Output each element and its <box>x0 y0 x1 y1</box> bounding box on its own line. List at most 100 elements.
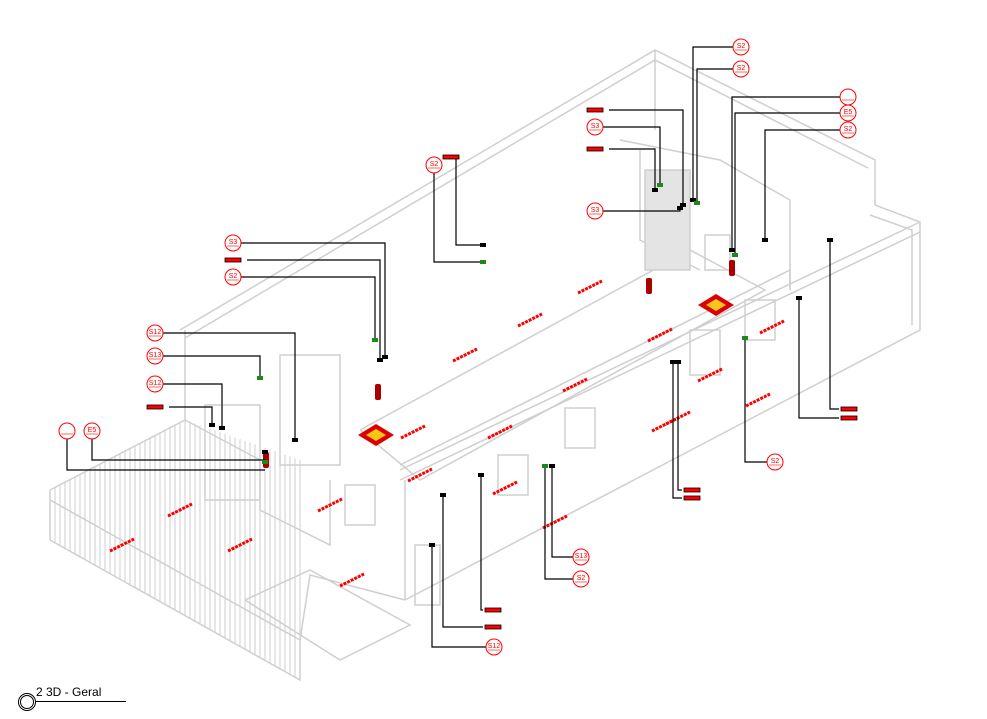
leader-line <box>241 276 376 340</box>
light-fixture <box>759 319 785 335</box>
tagged-device <box>827 238 833 242</box>
tag-label: S12 <box>488 643 501 650</box>
tagged-device <box>542 464 548 468</box>
tag-label: S2 <box>577 575 586 582</box>
tag-label: S3 <box>229 239 238 246</box>
tag-label: S2 <box>229 273 238 280</box>
light-fixture <box>517 312 543 328</box>
tagged-device <box>262 450 268 454</box>
bar-tag <box>484 624 502 630</box>
fire-extinguisher <box>646 278 652 294</box>
light-fixture <box>492 480 518 496</box>
leader-line <box>731 96 840 250</box>
tagged-device <box>219 426 225 430</box>
light-fixture <box>452 347 478 363</box>
bar-tag <box>442 154 460 160</box>
tagged-device <box>675 360 681 364</box>
leader-line <box>829 240 839 410</box>
tagged-device <box>382 355 388 359</box>
bar-tag <box>484 607 502 613</box>
tag-circle <box>146 347 164 365</box>
tagged-device <box>762 238 768 242</box>
bar-tag <box>840 406 858 412</box>
tag-label: S3 <box>591 123 600 130</box>
tag-label: S2 <box>771 458 780 465</box>
leader-line <box>696 68 733 203</box>
tagged-device <box>372 338 378 342</box>
fence <box>49 420 301 680</box>
tag-circle <box>732 60 750 78</box>
tag-circle <box>146 375 164 393</box>
tag-circle <box>224 268 242 286</box>
bar-tag <box>683 495 701 501</box>
tag-label: S2 <box>844 126 853 133</box>
light-fixture <box>317 497 343 513</box>
leader-line <box>163 383 223 428</box>
tagged-device <box>742 336 748 340</box>
leader-line <box>455 157 483 246</box>
tagged-device <box>796 296 802 300</box>
floor-markers <box>109 260 785 588</box>
light-fixture <box>339 572 365 588</box>
tag-label: S3 <box>591 207 600 214</box>
floor-marker <box>366 429 386 441</box>
bar-tag <box>840 415 858 421</box>
bar-tag <box>224 257 242 263</box>
bar-tag <box>683 487 701 493</box>
tag-label: S12 <box>149 380 162 387</box>
light-fixture <box>745 392 771 408</box>
leader-line <box>744 338 767 463</box>
tag-circle <box>572 570 590 588</box>
leader-line <box>431 545 486 648</box>
leader-line <box>241 242 386 357</box>
view-reference-icon <box>18 693 36 711</box>
light-fixture <box>651 417 677 433</box>
leader-line <box>91 439 265 461</box>
light-fixture <box>697 367 723 383</box>
leader-line <box>163 355 261 378</box>
tagged-device <box>677 206 683 210</box>
tag-circle <box>485 638 503 656</box>
fire-extinguisher <box>729 260 735 276</box>
tag-label: E5 <box>844 109 853 116</box>
leader-line <box>677 362 682 491</box>
fire-extinguisher <box>375 384 381 400</box>
light-fixture <box>562 377 588 393</box>
bar-tag <box>586 146 604 152</box>
leader-line <box>247 259 381 360</box>
tagged-device <box>670 360 676 364</box>
tagged-device <box>480 260 486 264</box>
tag-circle <box>572 548 590 566</box>
tagged-device <box>257 376 263 380</box>
light-fixture <box>577 279 603 295</box>
tagged-device <box>657 183 663 187</box>
light-fixture <box>400 424 426 440</box>
leader-line <box>433 173 483 263</box>
tag-circle <box>586 118 604 136</box>
leader-line <box>609 109 684 205</box>
tag-label: S2 <box>737 65 746 72</box>
tag-circle <box>146 324 164 342</box>
tagged-device <box>480 243 486 247</box>
tagged-device <box>732 253 738 257</box>
leader-line <box>544 466 573 580</box>
light-fixture <box>227 537 253 553</box>
view-title: 2 3D - Geral <box>36 685 102 699</box>
tagged-device <box>262 460 268 464</box>
tag-circle <box>732 38 750 56</box>
light-fixture <box>487 424 513 440</box>
tag-label: S13 <box>149 352 162 359</box>
leader-line <box>480 475 483 611</box>
tag-circle <box>766 453 784 471</box>
view-title-underline <box>36 701 126 702</box>
tag-label: S2 <box>737 43 746 50</box>
leader-line <box>692 46 733 200</box>
tag-label: S13 <box>575 553 588 560</box>
leader-line <box>442 495 483 628</box>
tagged-device <box>292 438 298 442</box>
bar-tag <box>586 107 604 113</box>
leader-line <box>798 298 839 419</box>
light-fixture <box>647 327 673 343</box>
